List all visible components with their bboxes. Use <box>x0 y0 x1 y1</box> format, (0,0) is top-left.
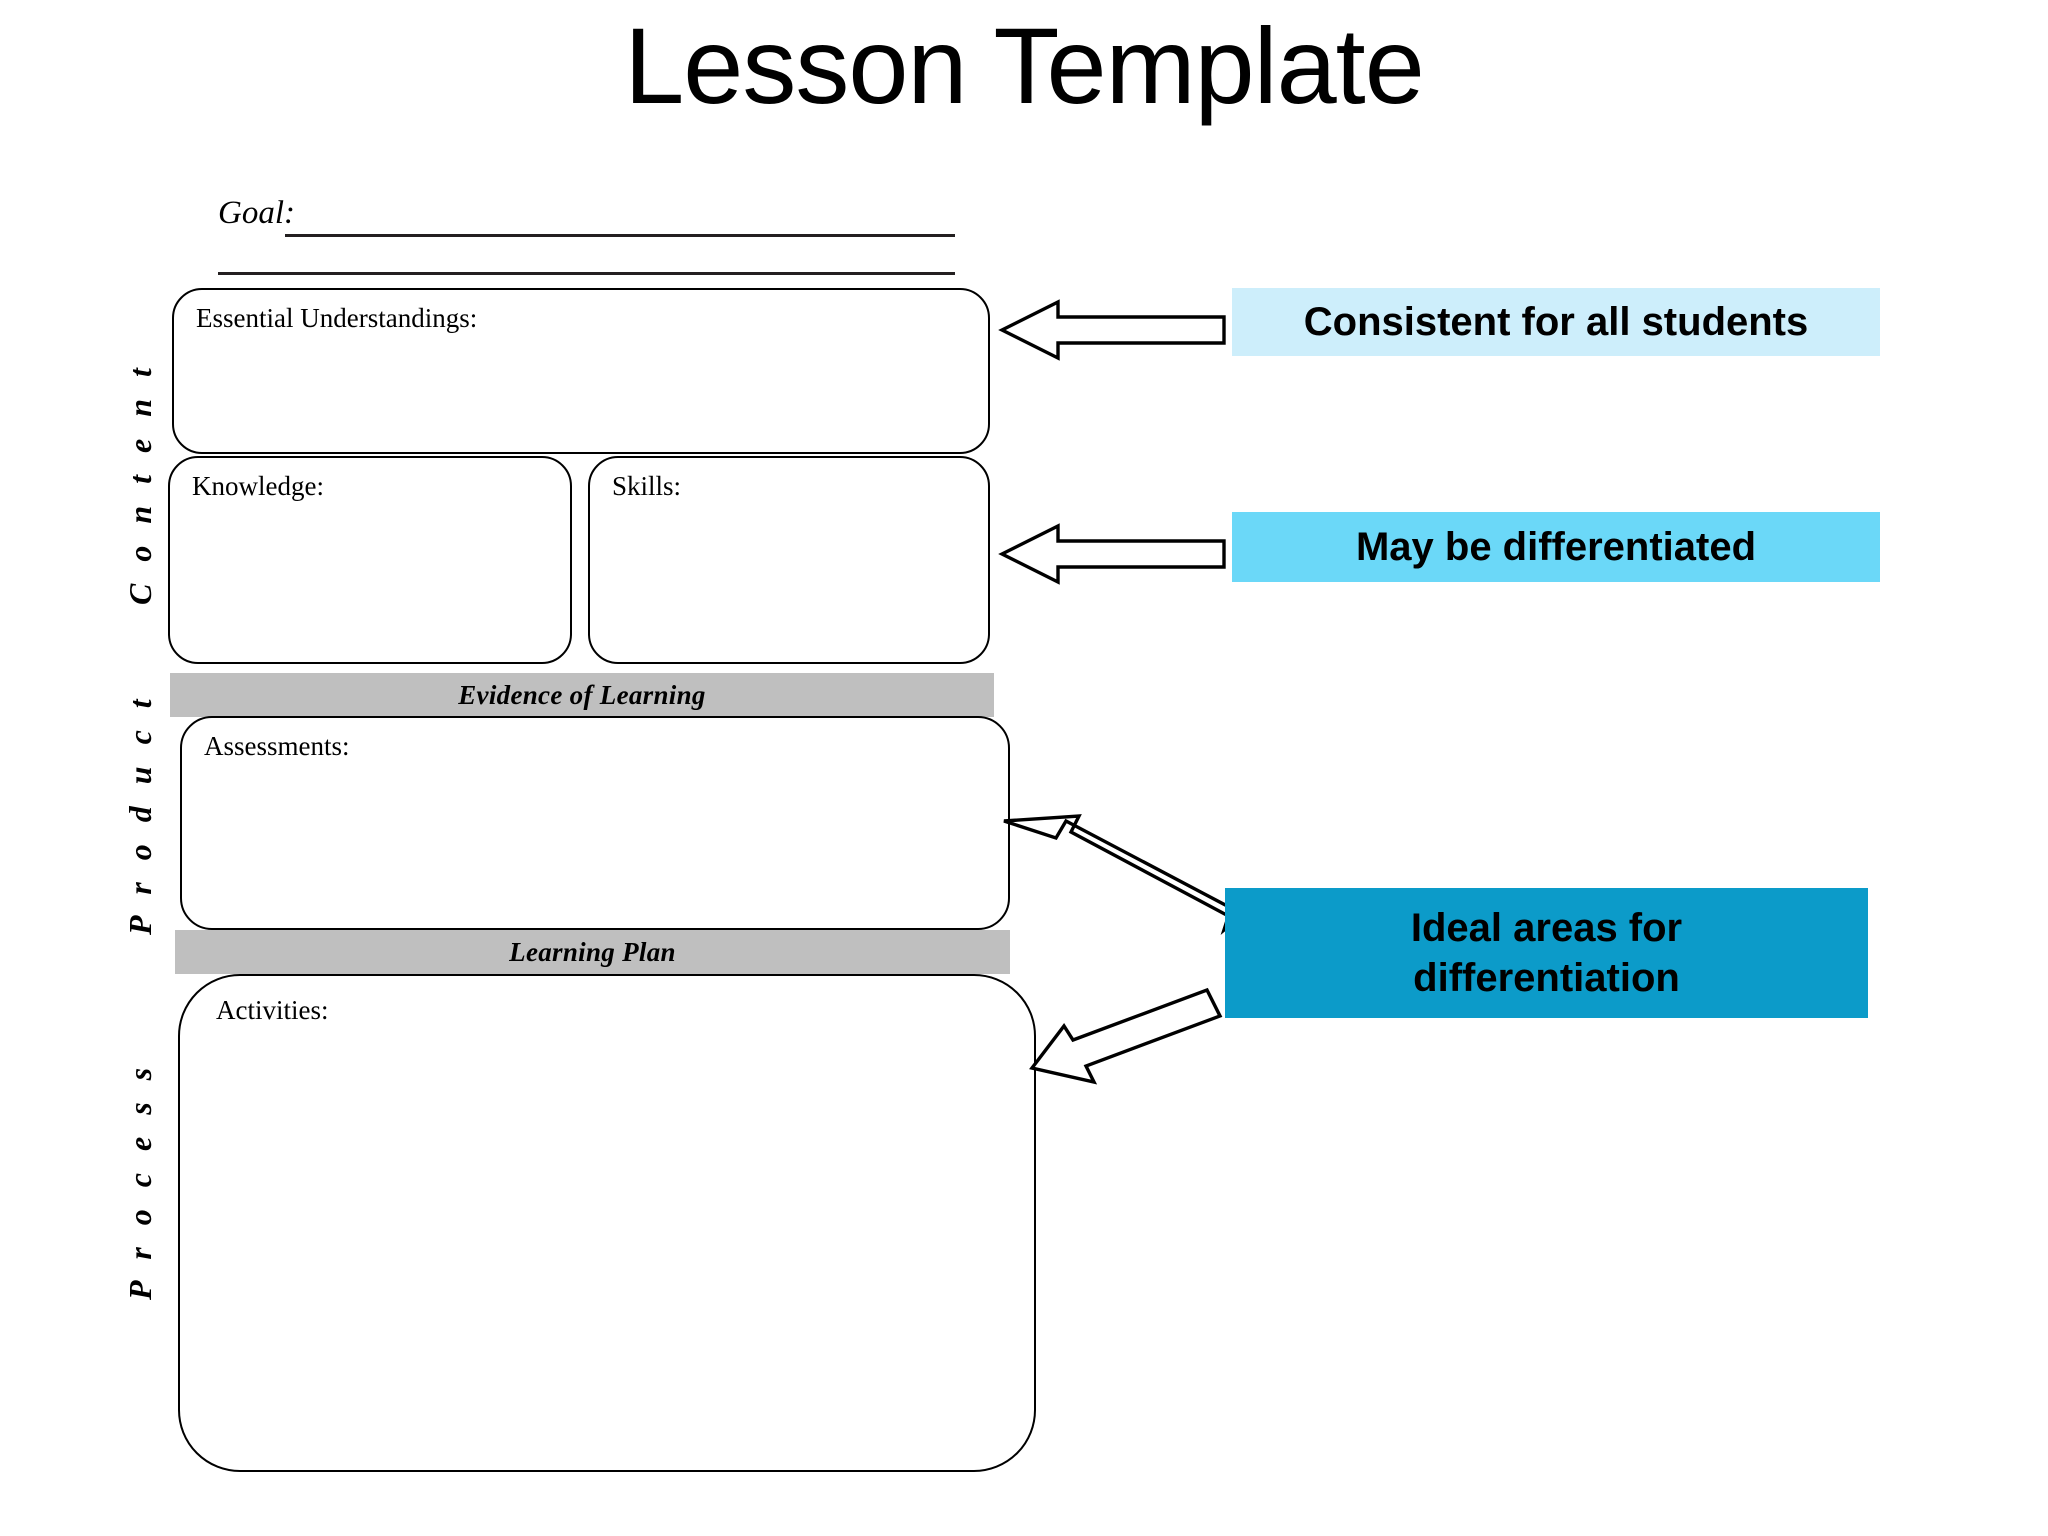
callout-consistent-label: Consistent for all students <box>1303 299 1809 344</box>
section-label-process: P r o c e s s <box>122 1060 158 1300</box>
goal-write-line-2[interactable] <box>218 272 955 275</box>
arrow-to-assessments <box>1003 814 1240 936</box>
knowledge-label: Knowledge: <box>192 471 324 501</box>
callout-ideal-areas-line2: differentiation <box>1413 956 1680 1000</box>
skills-box[interactable]: Skills: <box>588 456 990 664</box>
assessments-label: Assessments: <box>204 731 350 761</box>
learning-plan-bar: Learning Plan <box>175 930 1010 974</box>
page-title: Lesson Template <box>624 5 1425 126</box>
learning-plan-label: Learning Plan <box>509 936 676 967</box>
goal-write-line-1[interactable] <box>285 234 955 237</box>
activities-box[interactable]: Activities: <box>178 974 1036 1472</box>
assessments-box[interactable]: Assessments: <box>180 716 1010 930</box>
callout-may-be-differentiated: May be differentiated <box>1232 512 1880 582</box>
essential-understandings-label: Essential Understandings: <box>196 303 478 333</box>
evidence-of-learning-label: Evidence of Learning <box>458 679 706 710</box>
arrow-to-knowledge-skills <box>998 523 1226 585</box>
arrow-to-essential-understandings <box>998 299 1226 361</box>
callout-differentiated-label: May be differentiated <box>1355 524 1757 569</box>
goal-label: Goal: <box>218 195 295 231</box>
callout-consistent-for-all-students: Consistent for all students <box>1232 288 1880 356</box>
knowledge-box[interactable]: Knowledge: <box>168 456 572 664</box>
section-label-content: C o n t e n t <box>122 361 158 605</box>
section-label-product: P r o d u c t <box>122 692 158 935</box>
evidence-of-learning-bar: Evidence of Learning <box>170 673 994 717</box>
activities-label: Activities: <box>216 995 329 1025</box>
arrow-to-activities <box>1029 987 1223 1085</box>
skills-label: Skills: <box>612 471 682 501</box>
essential-understandings-box[interactable]: Essential Understandings: <box>172 288 990 454</box>
callout-ideal-areas-line1: Ideal areas for <box>1410 906 1683 950</box>
goal-row: Goal: <box>218 195 958 231</box>
callout-ideal-areas-for-differentiation: Ideal areas for differentiation <box>1225 888 1868 1018</box>
